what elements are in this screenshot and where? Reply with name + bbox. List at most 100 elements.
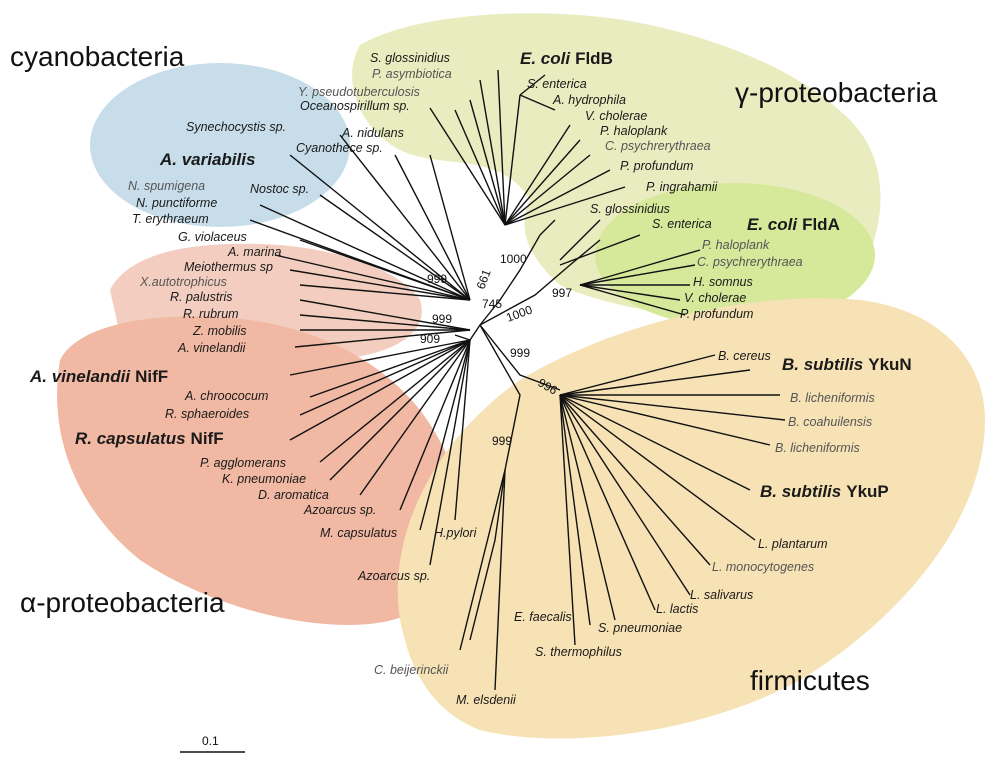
leaf-synechocystis: Synechocystis sp. bbox=[186, 120, 286, 134]
b-subtilis-ykun-gene: YkuN bbox=[868, 355, 911, 374]
leaf-oceanospirillum: Oceanospirillum sp. bbox=[300, 99, 410, 113]
leaf-l-salivarus: L. salivarus bbox=[690, 588, 753, 602]
leaf-p-ingrahamii: P. ingrahamii bbox=[646, 180, 719, 194]
leaf-z-mobilis: Z. mobilis bbox=[192, 324, 246, 338]
leaf-p-haloplank-2: P. haloplank bbox=[702, 238, 770, 252]
leaf-m-capsulatus: M. capsulatus bbox=[320, 526, 397, 540]
scale-bar-label: 0.1 bbox=[202, 734, 219, 748]
leaf-d-aromatica: D. aromatica bbox=[258, 488, 329, 502]
gamma-name: -proteobacteria bbox=[749, 77, 938, 108]
leaf-r-palustris: R. palustris bbox=[170, 290, 233, 304]
leaf-nostoc: Nostoc sp. bbox=[250, 182, 309, 196]
leaf-g-violaceus: G. violaceus bbox=[178, 230, 247, 244]
a-vinelandii-nif-species: A. vinelandii bbox=[29, 367, 131, 386]
leaf-h-pylori: H.pylori bbox=[434, 526, 478, 540]
gamma-symbol: γ bbox=[735, 77, 749, 108]
region-firmicutes bbox=[397, 298, 985, 739]
leaf-p-agglomerans: P. agglomerans bbox=[200, 456, 286, 470]
group-labels: cyanobacteria γ-proteobacteria α-proteob… bbox=[10, 41, 938, 696]
leaf-k-pneumoniae: K. pneumoniae bbox=[222, 472, 306, 486]
bootstrap-1000-gamma: 1000 bbox=[500, 252, 527, 266]
leaf-e-faecalis: E. faecalis bbox=[514, 610, 572, 624]
bootstrap-1000-flda: 1000 bbox=[504, 302, 534, 324]
region-alpha-proteobacteria bbox=[57, 316, 463, 625]
b-subtilis-ykup-gene: YkuP bbox=[846, 482, 889, 501]
tree-branches bbox=[249, 69, 786, 691]
r-capsulatus-nif-species: R. capsulatus bbox=[75, 429, 186, 448]
bootstrap-661: 661 bbox=[474, 267, 494, 291]
leaf-b-coahuilensis: B. coahuilensis bbox=[788, 415, 872, 429]
leaf-meiothermus: Meiothermus sp bbox=[184, 260, 273, 274]
leaf-b-cereus: B. cereus bbox=[718, 349, 771, 363]
b-subtilis-ykun-species: B. subtilis bbox=[782, 355, 863, 374]
leaf-p-profundum-1: P. profundum bbox=[620, 159, 693, 173]
leaf-l-lactis: L. lactis bbox=[656, 602, 698, 616]
leaf-a-variabilis: A. variabilis bbox=[159, 150, 255, 169]
leaf-p-asymbiotica: P. asymbiotica bbox=[372, 67, 452, 81]
bootstrap-999-alpha: 999 bbox=[432, 312, 452, 326]
bootstrap-999-firm: 999 bbox=[510, 346, 530, 360]
region-gamma-inner bbox=[595, 183, 875, 327]
leaf-a-hydrophila: A. hydrophila bbox=[552, 93, 626, 107]
bootstrap-909: 909 bbox=[420, 332, 440, 346]
r-capsulatus-nif-gene: NifF bbox=[191, 429, 224, 448]
label-gamma-proteobacteria: γ-proteobacteria bbox=[735, 77, 938, 108]
alpha-symbol: α bbox=[20, 587, 36, 618]
leaf-b-licheniformis-2: B. licheniformis bbox=[775, 441, 860, 455]
e-coli-fldb-species: E. coli bbox=[520, 49, 571, 68]
leaf-c-psychrerythraea-2: C. psychrerythraea bbox=[697, 255, 803, 269]
leaf-s-pneumoniae: S. pneumoniae bbox=[598, 621, 682, 635]
leaf-azoarcus-1: Azoarcus sp. bbox=[303, 503, 376, 517]
leaf-s-glossinidius-1: S. glossinidius bbox=[370, 51, 450, 65]
label-cyanobacteria: cyanobacteria bbox=[10, 41, 185, 72]
bootstrap-999-lower: 999 bbox=[492, 434, 512, 448]
leaf-b-licheniformis-1: B. licheniformis bbox=[790, 391, 875, 405]
leaf-s-enterica-2: S. enterica bbox=[652, 217, 712, 231]
leaf-azoarcus-2: Azoarcus sp. bbox=[357, 569, 430, 583]
leaf-t-erythraeum: T. erythraeum bbox=[132, 212, 209, 226]
leaf-c-psychrerythraea-1: C. psychrerythraea bbox=[605, 139, 711, 153]
label-firmicutes: firmicutes bbox=[750, 665, 870, 696]
leaf-s-thermophilus: S. thermophilus bbox=[535, 645, 622, 659]
bootstrap-997: 997 bbox=[552, 286, 572, 300]
leaf-n-spumigena: N. spumigena bbox=[128, 179, 205, 193]
group-regions bbox=[57, 13, 985, 739]
scale-bar: 0.1 bbox=[180, 734, 245, 753]
label-alpha-proteobacteria: α-proteobacteria bbox=[20, 587, 225, 618]
leaf-p-profundum-2: P. profundum bbox=[680, 307, 753, 321]
bootstrap-999-cyano: 999 bbox=[427, 272, 447, 286]
leaf-m-elsdenii: M. elsdenii bbox=[456, 693, 517, 707]
leaf-r-sphaeroides: R. sphaeroides bbox=[165, 407, 249, 421]
leaf-l-monocytogenes: L. monocytogenes bbox=[712, 560, 814, 574]
a-vinelandii-nif-gene: NifF bbox=[135, 367, 168, 386]
e-coli-fldb-gene: FldB bbox=[575, 49, 613, 68]
leaf-x-autotrophicus: X.autotrophicus bbox=[139, 275, 227, 289]
e-coli-flda-gene: FldA bbox=[802, 215, 840, 234]
leaf-a-nidulans: A. nidulans bbox=[341, 126, 404, 140]
leaf-a-vinelandii: A. vinelandii bbox=[177, 341, 247, 355]
leaf-r-capsulatus-niff: R. capsulatus NifF bbox=[75, 429, 224, 448]
leaf-a-marina: A. marina bbox=[227, 245, 282, 259]
leaf-r-rubrum: R. rubrum bbox=[183, 307, 239, 321]
leaf-s-enterica-1: S. enterica bbox=[527, 77, 587, 91]
leaf-v-cholerae-1: V. cholerae bbox=[585, 109, 647, 123]
leaf-a-chroococum: A. chroococum bbox=[184, 389, 268, 403]
region-cyanobacteria bbox=[90, 63, 350, 227]
alpha-name: -proteobacteria bbox=[36, 587, 225, 618]
leaf-b-subtilis-ykun: B. subtilis YkuN bbox=[782, 355, 912, 374]
bootstrap-745: 745 bbox=[482, 297, 502, 311]
leaf-p-haloplank-1: P. haloplank bbox=[600, 124, 668, 138]
e-coli-flda-species: E. coli bbox=[747, 215, 798, 234]
leaf-c-beijerinckii: C. beijerinckii bbox=[374, 663, 450, 677]
leaf-y-pseudotuberculosis: Y. pseudotuberculosis bbox=[298, 85, 420, 99]
leaf-l-plantarum: L. plantarum bbox=[758, 537, 827, 551]
leaf-v-cholerae-2: V. cholerae bbox=[684, 291, 746, 305]
leaf-h-somnus: H. somnus bbox=[693, 275, 753, 289]
leaf-cyanothece: Cyanothece sp. bbox=[296, 141, 383, 155]
